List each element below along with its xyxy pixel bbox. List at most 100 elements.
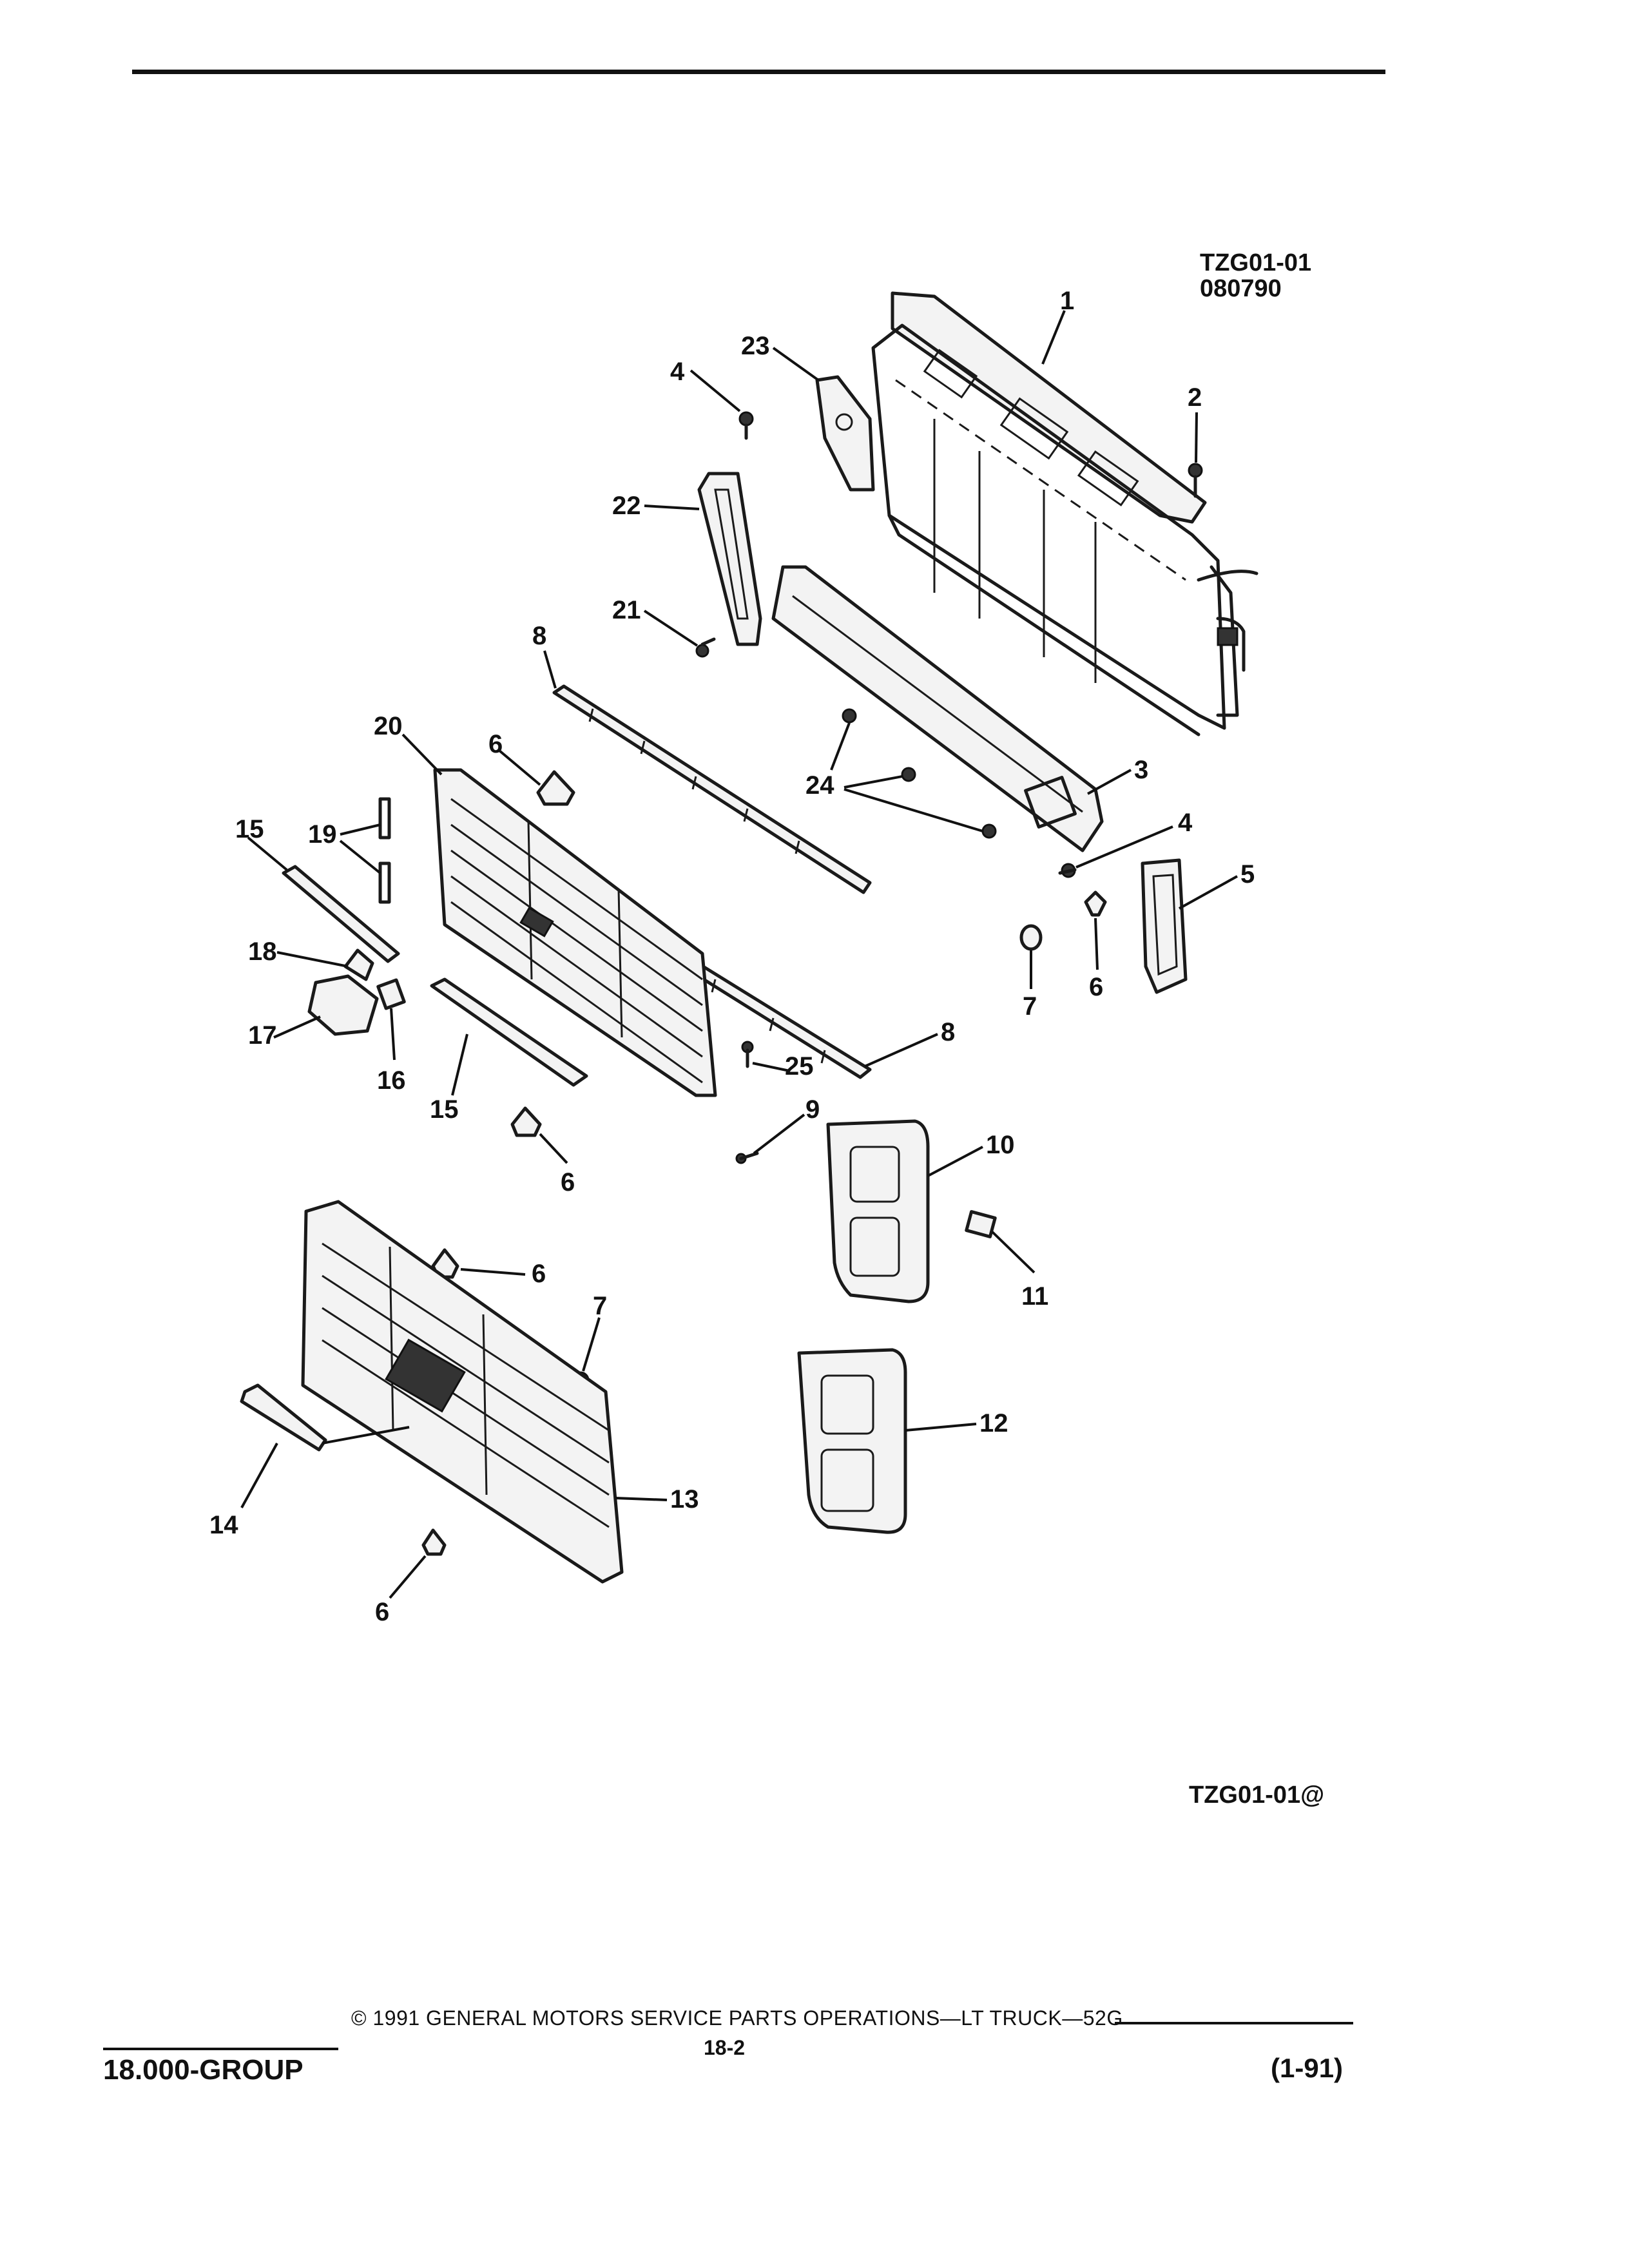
callout-6-e: 6: [375, 1555, 427, 1626]
svg-text:24: 24: [805, 771, 834, 800]
emblem-17: [307, 974, 379, 1036]
callout-10: 10: [927, 1131, 1015, 1177]
grille-13: [301, 1200, 624, 1584]
callout-5: 5: [1179, 860, 1255, 910]
callout-8-upper: 8: [532, 622, 557, 689]
callout-16: 16: [377, 1008, 406, 1095]
footer-copyright: © 1991 GENERAL MOTORS SERVICE PARTS OPER…: [351, 2006, 1123, 2030]
footer-rule-left: [103, 2048, 338, 2050]
svg-text:20: 20: [374, 712, 403, 740]
radiator-support: [871, 291, 1258, 736]
drawing-date-code: 080790: [1200, 275, 1282, 302]
callout-20: 20: [374, 712, 443, 776]
svg-text:4: 4: [670, 358, 685, 386]
svg-text:6: 6: [375, 1598, 389, 1626]
screw-9: [735, 1151, 759, 1164]
bolt-2: [1188, 463, 1203, 498]
callout-4-lower: 4: [1075, 809, 1193, 869]
drawing-image-ref: TZG01-01@: [1189, 1782, 1324, 1809]
callout-6-a: 6: [488, 730, 541, 786]
filler-panel-22: [697, 472, 762, 646]
callout-3: 3: [1087, 756, 1148, 795]
clip-16: [376, 978, 406, 1010]
callout-18: 18: [248, 937, 349, 968]
headlamp-bezel-12: [797, 1348, 907, 1534]
screw-21: [695, 637, 716, 658]
svg-text:15: 15: [235, 815, 264, 843]
bolt-24-c: [981, 823, 997, 839]
callout-22: 22: [612, 492, 700, 520]
bolt-24-a: [842, 708, 857, 724]
callout-15-upper: 15: [235, 815, 288, 871]
svg-text:7: 7: [593, 1292, 607, 1320]
nut-6-e: [421, 1528, 447, 1556]
nut-6-b: [1084, 890, 1107, 917]
callout-6-c: 6: [539, 1133, 575, 1196]
molding-8-upper: [552, 684, 872, 894]
callout-23: 23: [741, 332, 820, 381]
svg-text:7: 7: [1023, 992, 1037, 1021]
footer-page-number: 18-2: [704, 2036, 746, 2059]
nut-6-c: [510, 1106, 542, 1137]
callout-15-lower: 15: [430, 1033, 468, 1124]
svg-text:18: 18: [248, 937, 277, 966]
svg-text:6: 6: [561, 1168, 575, 1196]
lower-support-3: [771, 565, 1104, 852]
svg-text:10: 10: [986, 1131, 1015, 1159]
callout-12: 12: [905, 1409, 1008, 1437]
svg-text:23: 23: [741, 332, 770, 360]
svg-text:9: 9: [805, 1095, 820, 1124]
footer-rule-right: [1115, 2022, 1353, 2024]
clip-19: [378, 797, 391, 904]
svg-text:6: 6: [488, 730, 503, 758]
svg-text:25: 25: [785, 1052, 814, 1081]
nut-7-a: [1019, 924, 1043, 951]
svg-text:14: 14: [209, 1511, 238, 1539]
callout-24: 24: [805, 722, 983, 832]
svg-text:6: 6: [1089, 973, 1103, 1001]
svg-text:3: 3: [1134, 756, 1148, 784]
svg-text:4: 4: [1178, 809, 1193, 837]
gmc-emblem-14: [240, 1383, 327, 1452]
callout-14: 14: [209, 1426, 410, 1539]
clip-18: [343, 948, 374, 981]
callout-4-upper: 4: [670, 358, 741, 412]
svg-text:22: 22: [612, 492, 641, 520]
callout-11: 11: [991, 1231, 1048, 1311]
grille-20: [433, 768, 717, 1097]
svg-text:15: 15: [430, 1095, 459, 1124]
svg-text:11: 11: [1021, 1282, 1048, 1311]
svg-text:5: 5: [1240, 860, 1255, 889]
nut-6-a: [536, 770, 575, 806]
svg-text:19: 19: [308, 820, 337, 849]
footer-revision-date: (1-91): [1271, 2053, 1344, 2083]
svg-text:2: 2: [1188, 383, 1202, 412]
bolt-4-lower: [1058, 863, 1077, 878]
callout-1: 1: [1041, 287, 1074, 365]
svg-text:12: 12: [979, 1409, 1008, 1437]
filler-5: [1141, 858, 1188, 994]
callout-9: 9: [753, 1095, 820, 1155]
bracket-23: [815, 375, 875, 492]
headlamp-bezel-10: [826, 1119, 930, 1303]
callout-17: 17: [248, 1015, 321, 1050]
svg-text:17: 17: [248, 1021, 277, 1050]
bolt-4-upper: [738, 411, 754, 440]
svg-text:1: 1: [1060, 287, 1074, 315]
callout-7-b: 7: [582, 1292, 607, 1372]
callout-25: 25: [752, 1052, 814, 1081]
molding-15-lower: [430, 977, 588, 1087]
molding-15-upper: [282, 865, 400, 963]
callout-19: 19: [308, 820, 381, 874]
callout-7-a: 7: [1023, 950, 1037, 1021]
callout-6-d: 6: [460, 1260, 546, 1288]
callout-21: 21: [612, 596, 699, 647]
callout-6-b: 6: [1089, 918, 1103, 1001]
top-rule: [132, 70, 1385, 74]
drawing-id: TZG01-01: [1200, 249, 1311, 276]
svg-text:8: 8: [941, 1018, 955, 1046]
callout-2: 2: [1188, 383, 1202, 463]
svg-text:8: 8: [532, 622, 546, 650]
callout-8-lower: 8: [864, 1018, 955, 1068]
footer-group: 18.000-GROUP: [103, 2054, 304, 2086]
